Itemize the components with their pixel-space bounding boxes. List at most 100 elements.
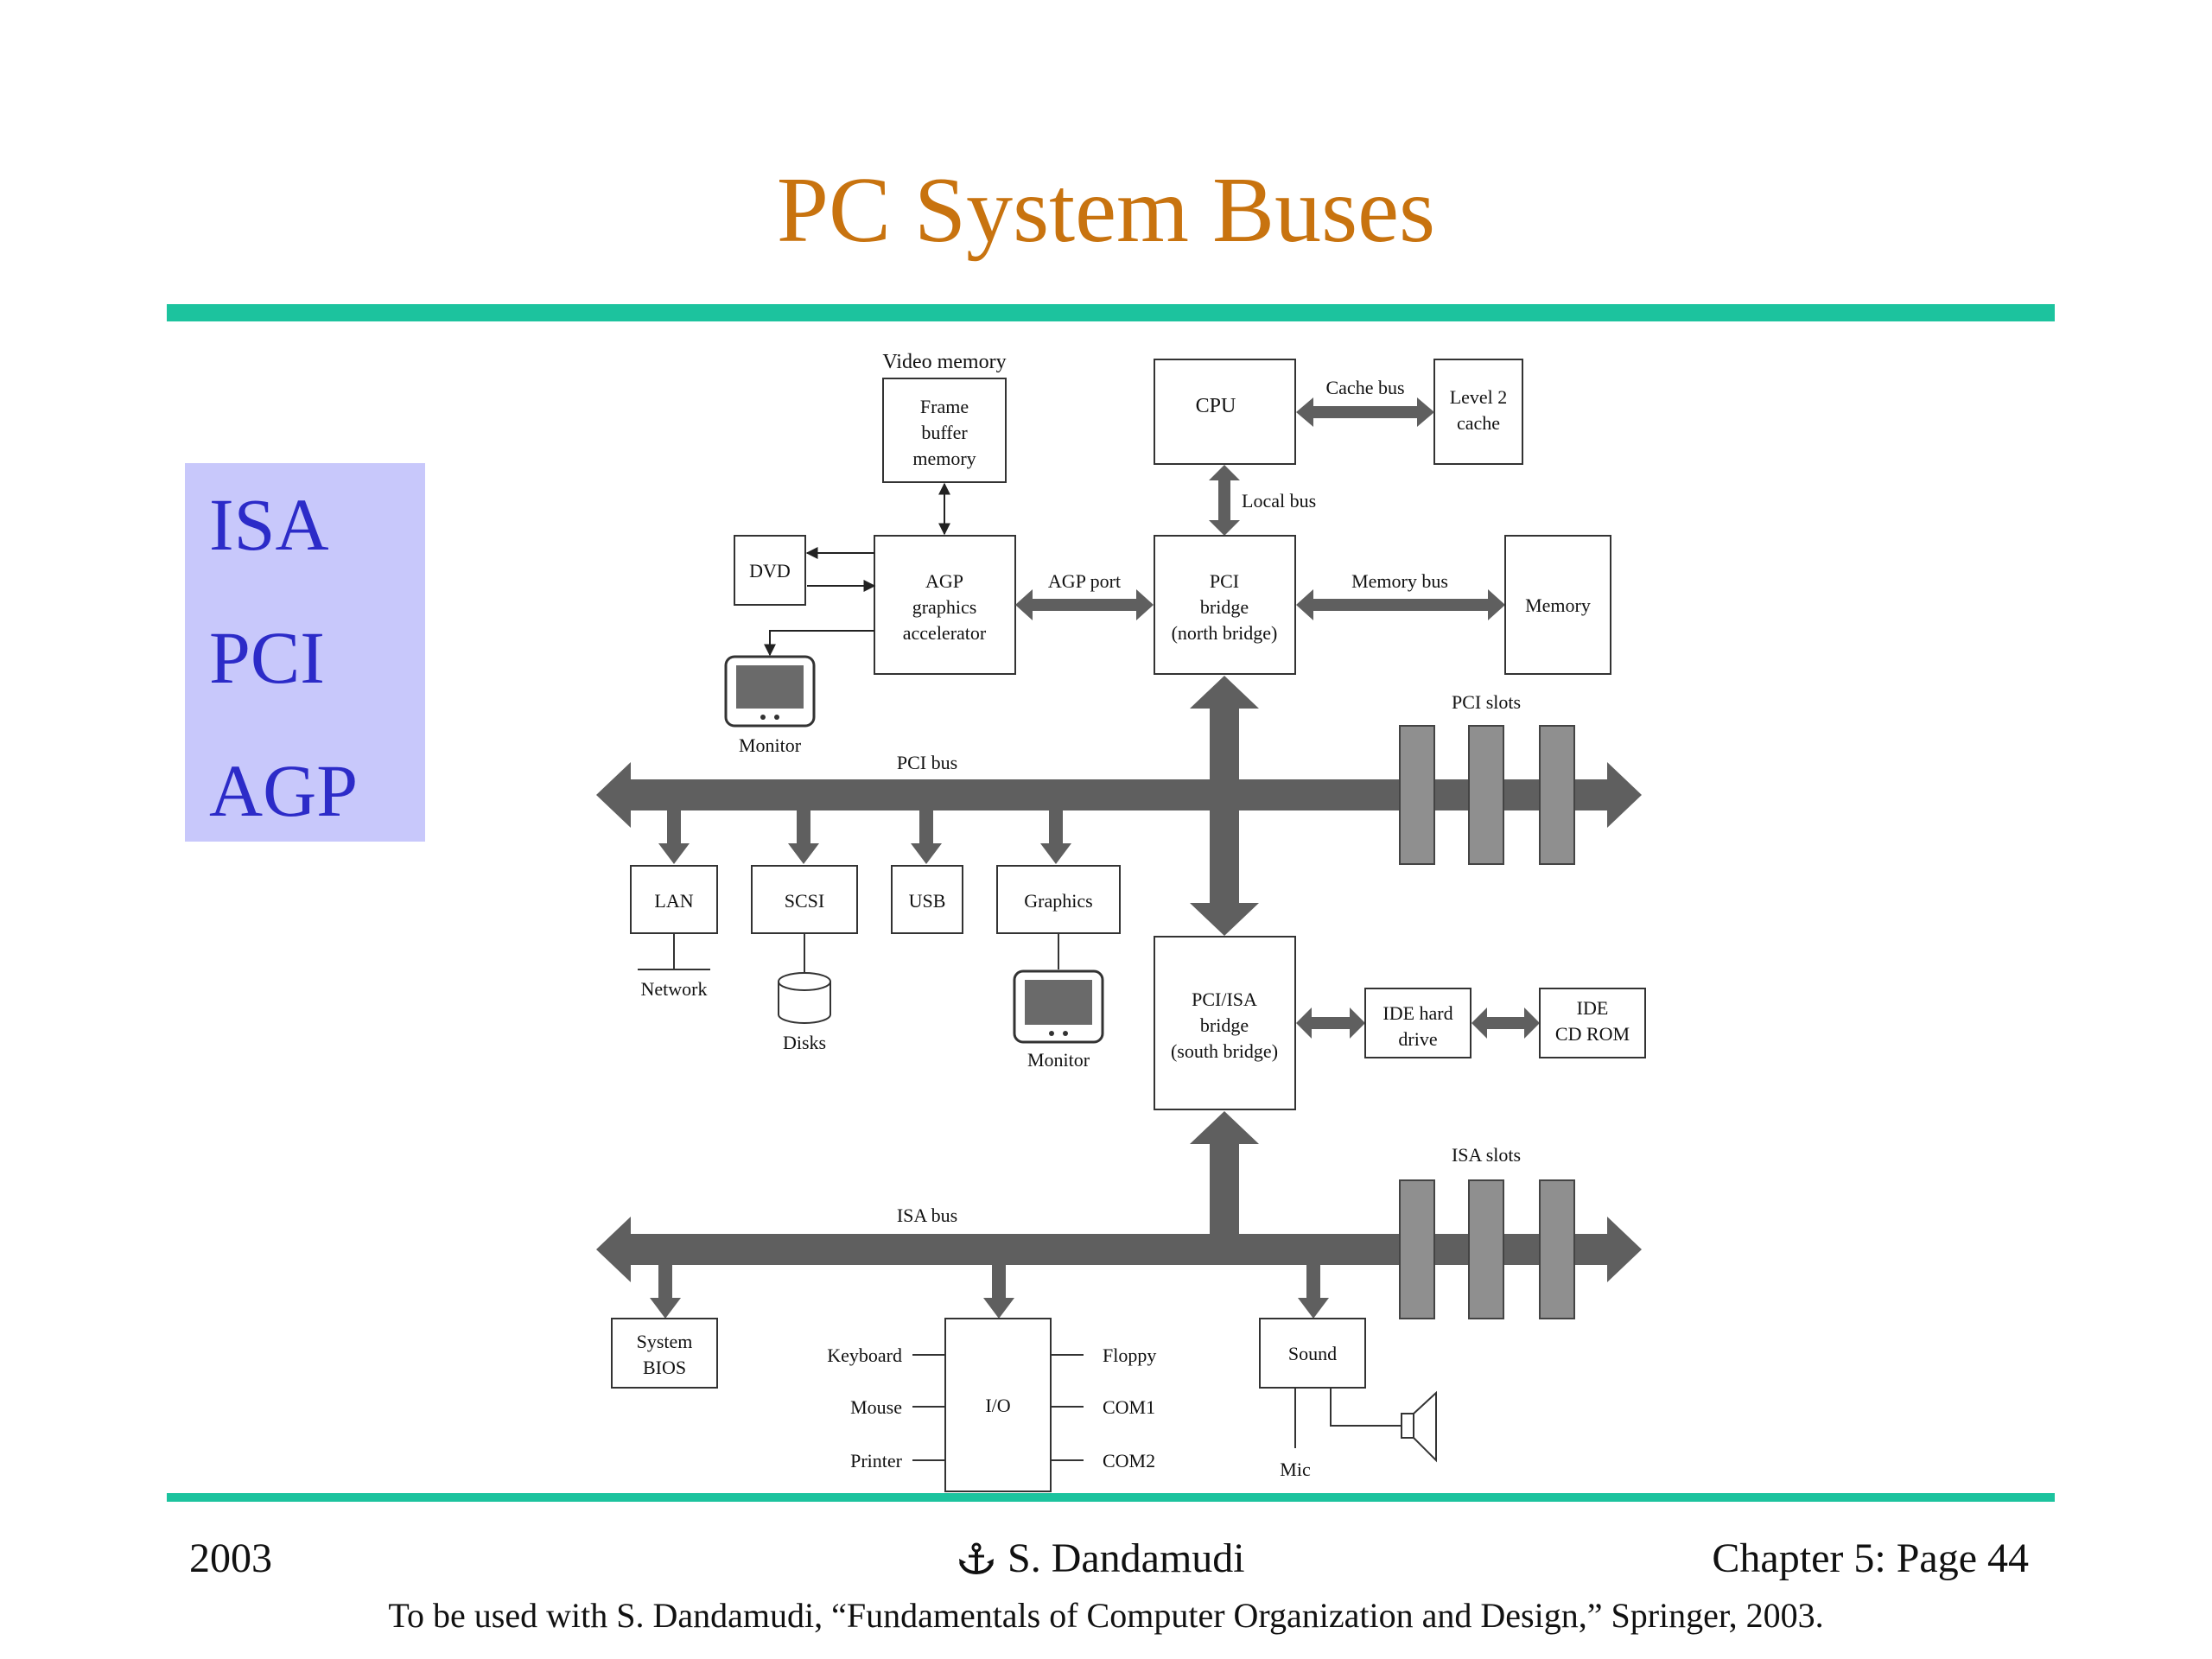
- anchor-icon: [959, 1542, 994, 1575]
- graphics-label: Graphics: [1024, 890, 1092, 912]
- agp-accel-line2: graphics: [912, 596, 977, 618]
- ide-hdd-line1: IDE hard: [1382, 1002, 1452, 1024]
- north-bridge-line2: bridge: [1200, 596, 1249, 618]
- isa-bus-label: ISA bus: [897, 1205, 957, 1226]
- speaker-cable: [1330, 1388, 1402, 1427]
- frame-buffer-line3: memory: [912, 448, 976, 469]
- pci-slot-2: [1468, 725, 1504, 865]
- level2-line1: Level 2: [1450, 386, 1508, 408]
- ide-hard-drive-box: IDE hard drive: [1364, 988, 1471, 1058]
- frame-buffer-box: Frame buffer memory: [882, 378, 1007, 483]
- level2-cache-box: Level 2 cache: [1433, 359, 1523, 465]
- com1-label: COM1: [1103, 1396, 1155, 1418]
- cpu-box: CPU: [1154, 359, 1296, 465]
- io-drop-arrow: [983, 1265, 1014, 1319]
- cpu-label: CPU: [1196, 395, 1236, 417]
- agp-monitor-label: Monitor: [739, 734, 802, 756]
- graphics-monitor-label: Monitor: [1027, 1049, 1090, 1071]
- isa-bus-bar: [596, 1217, 1642, 1282]
- lan-drop-arrow: [658, 810, 690, 864]
- isa-slot-1: [1399, 1179, 1435, 1319]
- cache-bus-label: Cache bus: [1325, 377, 1404, 398]
- bios-line1: System: [637, 1331, 693, 1352]
- video-memory-label: Video memory: [882, 351, 1006, 373]
- mic-label: Mic: [1280, 1459, 1311, 1480]
- footer-reference: To be used with S. Dandamudi, “Fundament…: [388, 1596, 1824, 1635]
- footer-author-name: S. Dandamudi: [1007, 1535, 1245, 1581]
- pci-slot-3: [1539, 725, 1575, 865]
- isa-slots-label: ISA slots: [1452, 1144, 1521, 1166]
- disks-label: Disks: [783, 1032, 826, 1053]
- graphics-box: Graphics: [996, 865, 1121, 934]
- footer-year: 2003: [189, 1535, 272, 1581]
- north-bridge-line3: (north bridge): [1172, 622, 1278, 644]
- cache-bus-arrow: [1296, 397, 1434, 427]
- north-bridge-box: PCI bridge (north bridge): [1154, 535, 1296, 675]
- ide-cd-line1: IDE: [1577, 997, 1609, 1019]
- system-bios-box: System BIOS: [611, 1318, 718, 1389]
- bios-line2: BIOS: [643, 1357, 686, 1378]
- scsi-box: SCSI: [751, 865, 858, 934]
- pci-bus-label: PCI bus: [897, 752, 957, 773]
- ide-hdd-line2: drive: [1398, 1028, 1437, 1050]
- floppy-label: Floppy: [1103, 1344, 1156, 1366]
- com2-label: COM2: [1103, 1450, 1155, 1471]
- pci-slot-1: [1399, 725, 1435, 865]
- speaker-icon: [1401, 1390, 1437, 1463]
- footer-page: Chapter 5: Page 44: [1712, 1535, 2029, 1581]
- level2-line2: cache: [1457, 412, 1500, 434]
- isa-slot-3: [1539, 1179, 1575, 1319]
- agp-accel-line1: AGP: [925, 570, 963, 592]
- local-bus-arrow: [1209, 465, 1240, 536]
- south-ide-arrow: [1296, 1007, 1365, 1039]
- north-bridge-line1: PCI: [1210, 570, 1239, 592]
- frame-buffer-line1: Frame: [920, 396, 969, 417]
- io-box: I/O: [944, 1318, 1052, 1492]
- graphics-monitor-icon: [1013, 969, 1104, 1044]
- topic-isa: ISA: [209, 483, 329, 566]
- printer-label: Printer: [850, 1450, 903, 1471]
- network-label: Network: [641, 978, 708, 1000]
- south-bridge-line2: bridge: [1200, 1014, 1249, 1036]
- bottom-divider: [167, 1493, 2055, 1502]
- keyboard-label: Keyboard: [827, 1344, 902, 1366]
- memory-box: Memory: [1504, 535, 1611, 675]
- topic-agp: AGP: [209, 749, 359, 832]
- agp-port-label: AGP port: [1048, 570, 1121, 592]
- pci-slots-label: PCI slots: [1452, 691, 1521, 713]
- lan-label: LAN: [654, 890, 693, 912]
- topic-pci: PCI: [209, 616, 325, 699]
- agp-monitor-icon: [724, 655, 816, 728]
- south-bridge-line3: (south bridge): [1171, 1040, 1278, 1062]
- ide-chain-arrow: [1471, 1007, 1540, 1039]
- sound-box: Sound: [1259, 1318, 1366, 1389]
- memory-bus-label: Memory bus: [1351, 570, 1448, 592]
- agp-accel-line3: accelerator: [903, 622, 987, 644]
- pci-bus-bar: [596, 762, 1642, 828]
- usb-box: USB: [891, 865, 963, 934]
- scsi-label: SCSI: [785, 890, 824, 912]
- isa-slot-2: [1468, 1179, 1504, 1319]
- slide-title: PC System Buses: [776, 159, 1436, 262]
- mouse-label: Mouse: [850, 1396, 902, 1418]
- dvd-label: DVD: [749, 560, 791, 582]
- io-label: I/O: [985, 1395, 1010, 1416]
- disk-icon: [778, 972, 831, 1024]
- bios-drop-arrow: [650, 1265, 681, 1319]
- sound-label: Sound: [1288, 1343, 1337, 1364]
- usb-label: USB: [909, 890, 946, 912]
- agp-monitor-link: [764, 630, 874, 657]
- lan-box: LAN: [630, 865, 718, 934]
- topics-box: ISA PCI AGP: [185, 463, 425, 842]
- top-divider: [167, 304, 2055, 321]
- south-bridge-line1: PCI/ISA: [1192, 988, 1257, 1010]
- agp-accelerator-box: AGP graphics accelerator: [874, 535, 1016, 675]
- ide-cd-line2: CD ROM: [1555, 1023, 1630, 1045]
- agp-port-arrow: [1015, 589, 1154, 620]
- usb-drop-arrow: [911, 810, 942, 864]
- frame-buffer-line2: buffer: [921, 422, 968, 443]
- south-isa-link: [1190, 1111, 1259, 1236]
- memory-label: Memory: [1525, 594, 1591, 616]
- dvd-box: DVD: [734, 535, 806, 606]
